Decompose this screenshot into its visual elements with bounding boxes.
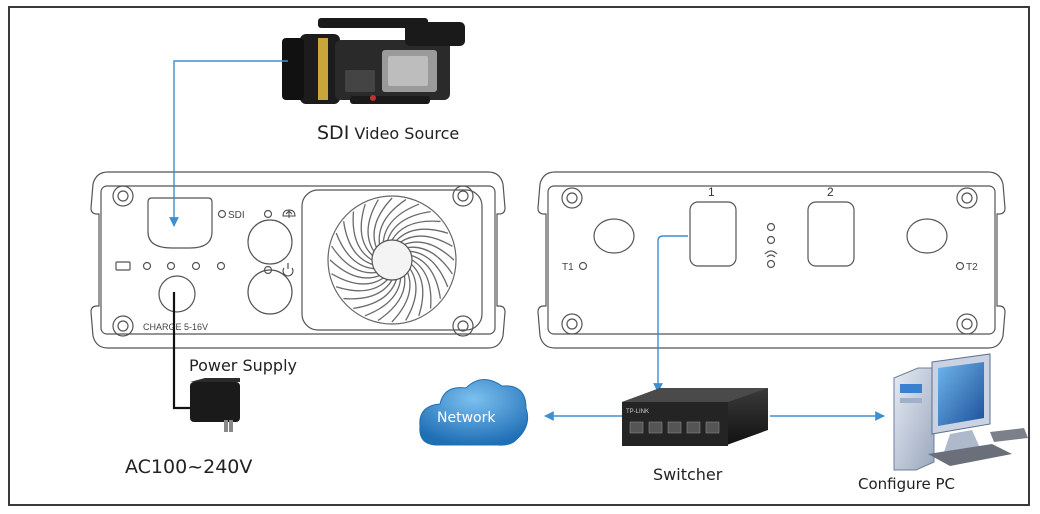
antenna-1-label: T1 [562,262,574,273]
sdi-port-label: SDI [228,210,245,221]
network-label: Network [437,410,496,426]
configure-pc-label: Configure PC [858,475,955,493]
sdi-rest: Video Source [349,124,460,143]
port-2-label: 2 [827,185,834,199]
power-supply-label: Power Supply [189,356,297,375]
connection-lines [169,60,885,421]
network-cloud-icon [419,379,529,446]
lan-connection-arrow [653,235,688,393]
front-panel [90,171,506,349]
power-icon [282,263,294,277]
sdi-connection-arrow [169,60,288,227]
diagram-frame [8,6,1030,506]
antenna-2-label: T2 [966,262,978,273]
switch-brand-label: TP-LINK [626,409,649,415]
desktop-pc-icon [893,353,1028,471]
video-camera-icon [282,18,465,104]
back-panel [537,171,1006,349]
switcher-label: Switcher [653,465,723,484]
power-adapter-icon [190,378,240,432]
sdi-prefix: SDI [317,122,350,144]
fan-grille [327,195,457,325]
network-switch-icon [622,388,768,446]
ac-input-label: AC100~240V [125,456,253,478]
charge-label: CHARGE 5-16V [143,322,208,332]
sdi-source-label: SDI Video Source [317,122,459,144]
port-1-label: 1 [708,185,715,199]
upload-icon [282,209,296,218]
